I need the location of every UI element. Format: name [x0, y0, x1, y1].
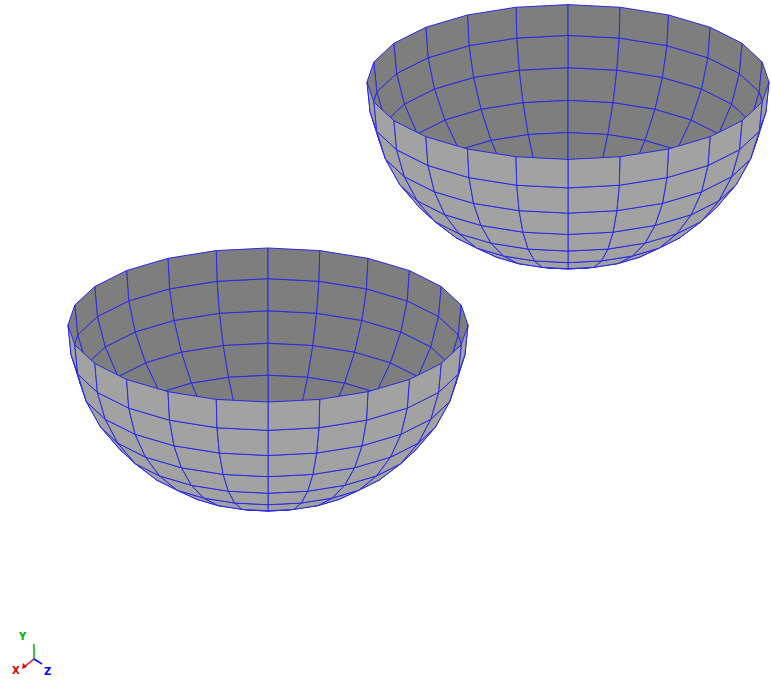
mesh-face: [439, 287, 462, 335]
bowl: [68, 248, 468, 511]
mesh-face: [127, 258, 170, 301]
mesh-face: [268, 311, 317, 346]
mesh-face: [95, 271, 129, 317]
mesh-face: [568, 5, 620, 38]
mesh-face: [708, 121, 742, 166]
mesh-face: [407, 271, 441, 317]
mesh-face: [568, 100, 613, 134]
mesh-face: [516, 5, 568, 38]
bowl: [367, 5, 769, 269]
mesh-face: [168, 392, 217, 428]
mesh-face: [619, 149, 668, 185]
mesh-face: [366, 258, 409, 301]
mesh-face: [667, 15, 710, 58]
mesh-face: [268, 399, 320, 430]
mesh-face: [708, 27, 742, 73]
mesh-face: [374, 102, 397, 150]
mesh-face: [523, 232, 568, 251]
mesh-face: [426, 137, 469, 178]
mesh-face: [168, 251, 217, 289]
mesh-face: [366, 379, 409, 420]
mesh-face: [127, 379, 170, 420]
mesh-face: [219, 311, 268, 346]
mesh-face: [223, 343, 268, 377]
bowl-meshes: [68, 5, 769, 511]
mesh-face: [75, 287, 98, 335]
z-axis-line: [34, 659, 42, 664]
mesh-face: [319, 392, 368, 428]
mesh-face: [568, 35, 619, 70]
mesh-face: [217, 279, 268, 314]
mesh-face: [517, 185, 568, 213]
axis-label: X: [12, 666, 20, 676]
mesh-face: [519, 211, 568, 235]
mesh-face: [374, 43, 397, 92]
mesh-face: [568, 232, 613, 251]
mesh-face: [75, 345, 98, 393]
mesh-face: [223, 474, 268, 493]
mesh-face: [568, 68, 617, 103]
mesh-face: [667, 137, 710, 178]
axis-label: Z: [44, 667, 51, 677]
x-axis-head: [22, 663, 27, 669]
mesh-face: [439, 345, 462, 393]
mesh-face: [468, 149, 517, 185]
mesh-face: [216, 399, 268, 430]
mesh-face: [523, 100, 568, 134]
mesh-face: [394, 27, 428, 73]
mesh-face: [268, 453, 317, 477]
mesh-face: [739, 102, 762, 150]
mesh-face: [619, 7, 668, 45]
mesh-face: [426, 15, 469, 58]
mesh-face: [268, 474, 313, 493]
mesh-face: [568, 211, 617, 235]
mesh-face: [519, 68, 568, 103]
mesh-face: [568, 185, 619, 213]
axis-label: Y: [19, 632, 26, 642]
mesh-face: [516, 157, 568, 188]
mesh-face: [216, 248, 268, 281]
mesh-face: [268, 428, 319, 456]
mesh-face: [268, 343, 313, 377]
mesh-face: [468, 7, 517, 45]
axis-triad: [22, 644, 42, 669]
y-axis-line: [33, 644, 35, 659]
mesh-face: [517, 35, 568, 70]
mesh-face: [739, 43, 762, 92]
mesh-face: [394, 121, 428, 166]
mesh-face: [319, 251, 368, 289]
mesh-face: [219, 453, 268, 477]
mesh-face: [95, 364, 129, 409]
mesh-face: [407, 364, 441, 409]
mesh-face: [568, 157, 620, 188]
mesh-face: [217, 428, 268, 456]
mesh-face: [268, 279, 319, 314]
mesh-face: [268, 248, 320, 281]
